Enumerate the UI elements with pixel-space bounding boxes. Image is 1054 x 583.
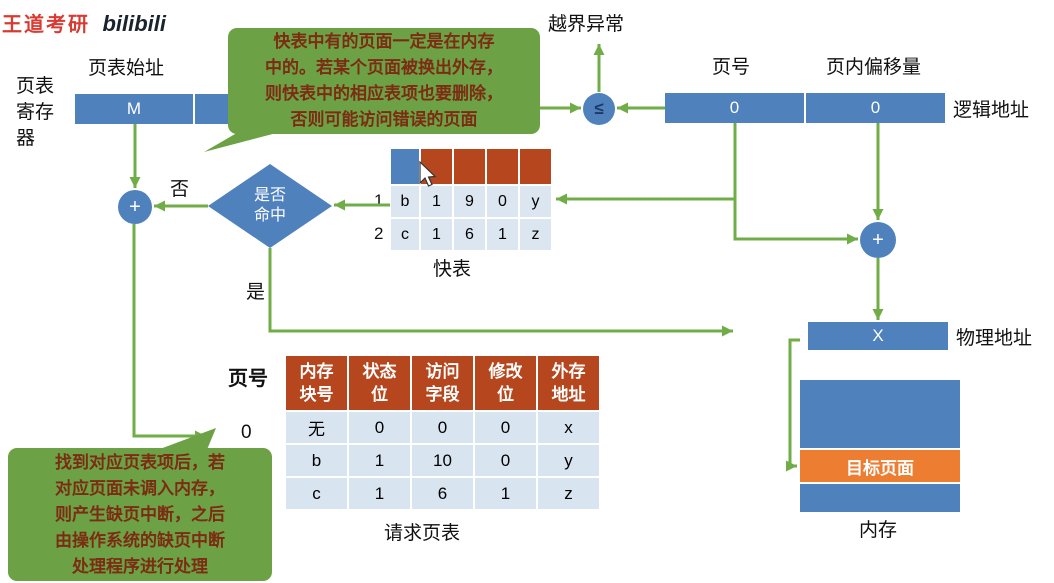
pt-cell: x xyxy=(537,411,600,444)
pt-cell: c xyxy=(285,477,348,510)
physical-address-bar: X xyxy=(808,322,948,350)
tlb-cell: y xyxy=(519,185,552,218)
pt-header-cell: 内存 块号 xyxy=(285,355,348,411)
watermark: 王道考研 bilibili xyxy=(2,8,166,37)
logical-address-label: 逻辑地址 xyxy=(953,100,1030,121)
bar-divider xyxy=(804,93,806,123)
memory-label: 内存 xyxy=(859,520,898,541)
connector-physical-to-memory xyxy=(786,338,800,472)
pt-cell: 0 xyxy=(411,411,474,444)
pt-cell: 6 xyxy=(411,477,474,510)
page-table-register-label: 页表 寄存 器 xyxy=(16,76,55,149)
no-label: 否 xyxy=(170,179,190,200)
bilibili-logo: bilibili xyxy=(102,11,167,36)
tlb-corner-cell xyxy=(390,148,420,185)
out-of-bounds-label: 越界异常 xyxy=(548,14,625,35)
tlb-header-cell xyxy=(420,148,453,185)
compare-circle: ≤ xyxy=(583,93,615,125)
physical-address-value: X xyxy=(872,326,884,345)
pt-cell: 10 xyxy=(411,444,474,477)
pt-page-number-label: 页号 xyxy=(228,368,268,390)
pt-cell: z xyxy=(537,477,600,510)
bar-divider xyxy=(193,94,195,124)
plus-circle-left: + xyxy=(118,190,152,224)
tlb-cell: 1 xyxy=(420,218,453,251)
yes-label: 是 xyxy=(246,282,266,303)
tlb-table: b 1 9 0 y c 1 6 1 z xyxy=(390,148,552,251)
tlb-row-number: 1 xyxy=(374,191,384,210)
tlb-row-number: 2 xyxy=(374,224,384,243)
tlb-header-cell xyxy=(453,148,486,185)
pt-page-number-value: 0 xyxy=(241,422,252,443)
page-table-start-label: 页表始址 xyxy=(88,58,165,79)
request-page-table: 内存 块号 状态 位 访问 字段 修改 位 外存 地址 无 0 0 0 x b … xyxy=(285,355,600,510)
pt-header-cell: 访问 字段 xyxy=(411,355,474,411)
page-offset-label: 页内偏移量 xyxy=(826,57,922,78)
pt-cell: 1 xyxy=(348,477,411,510)
watermark-brand: 王道考研 xyxy=(2,14,90,36)
tlb-header-cell xyxy=(486,148,519,185)
target-page-band: 目标页面 xyxy=(800,448,960,484)
pt-header-cell: 外存 地址 xyxy=(537,355,600,411)
callout-tlb-note: 快表中有的页面一定是在内存 中的。若某个页面被换出外存， 则快表中的相应表项也要… xyxy=(228,28,540,134)
tlb-cell: c xyxy=(390,218,420,251)
plus-circle-right: + xyxy=(860,222,896,258)
register-value-cell: M xyxy=(126,99,142,118)
tlb-cell: b xyxy=(390,185,420,218)
memory-block: 目标页面 xyxy=(800,380,960,512)
tlb-header-cell xyxy=(519,148,552,185)
tlb-cell: 1 xyxy=(486,218,519,251)
callout-page-fault-note: 找到对应页表项后，若 对应页面未调入内存， 则产生缺页中断，之后 由操作系统的缺… xyxy=(8,448,272,581)
connector-to-plus-right xyxy=(733,199,858,245)
request-page-table-label: 请求页表 xyxy=(384,523,461,544)
pt-header-cell: 状态 位 xyxy=(348,355,411,411)
logical-address-bar: 0 0 xyxy=(665,93,945,123)
memory-section-top xyxy=(800,380,960,448)
pt-cell: 1 xyxy=(474,477,537,510)
memory-section-bottom xyxy=(800,484,960,512)
connector-pagenum-to-tlb xyxy=(556,123,737,205)
pt-header-cell: 修改 位 xyxy=(474,355,537,411)
pt-cell: b xyxy=(285,444,348,477)
connector-yes-branch xyxy=(268,248,733,337)
tlb-cell: z xyxy=(519,218,552,251)
pt-cell: 1 xyxy=(348,444,411,477)
tlb-cell: 1 xyxy=(420,185,453,218)
pt-cell: y xyxy=(537,444,600,477)
tlb-cell: 0 xyxy=(486,185,519,218)
pt-cell: 0 xyxy=(474,411,537,444)
logical-page-number-cell: 0 xyxy=(729,98,740,117)
tlb-cell: 6 xyxy=(453,218,486,251)
pt-cell: 无 xyxy=(285,411,348,444)
physical-address-label: 物理地址 xyxy=(956,328,1033,349)
pt-cell: 0 xyxy=(348,411,411,444)
pt-cell: 0 xyxy=(474,444,537,477)
page-number-label: 页号 xyxy=(712,57,751,78)
tlb-label: 快表 xyxy=(433,259,472,280)
hit-decision-diamond: 是否 命中 xyxy=(208,164,332,248)
tlb-cell: 9 xyxy=(453,185,486,218)
logical-offset-cell: 0 xyxy=(870,98,881,117)
connector-plus-to-pagetable xyxy=(132,224,206,442)
